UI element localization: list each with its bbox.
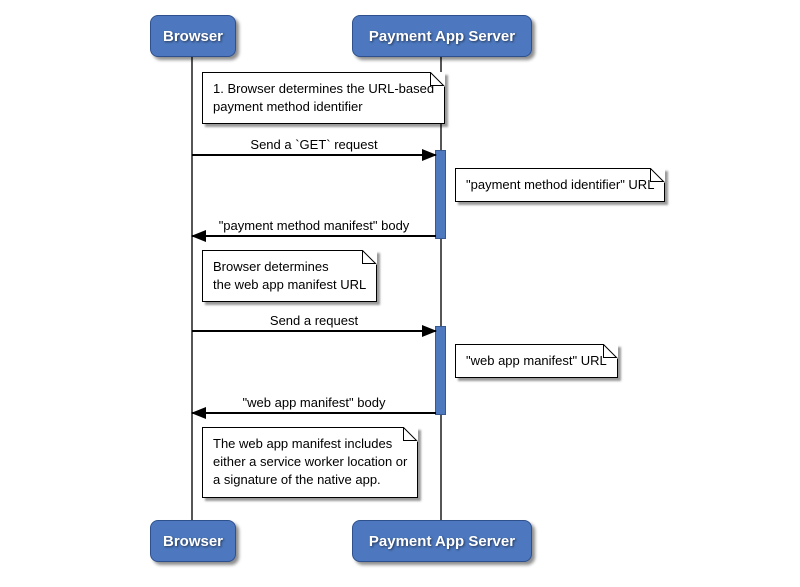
message-line (192, 235, 436, 237)
activation-bar-1 (435, 150, 446, 239)
arrowhead-left-icon (191, 230, 206, 242)
message-line (192, 154, 436, 156)
actor-box-payment-app-server-top: Payment App Server (352, 15, 532, 57)
note-text: "web app manifest" URL (466, 353, 607, 368)
message-web-app-manifest-body: "web app manifest" body (191, 390, 436, 419)
actor-label: Payment App Server (368, 27, 516, 45)
message-send-a-request: Send a request (192, 308, 437, 337)
actor-box-payment-app-server-bottom: Payment App Server (352, 520, 532, 562)
message-label: "web app manifest" body (242, 395, 386, 410)
arrowhead-right-icon (422, 325, 437, 337)
note-fold-icon (362, 250, 378, 265)
message-label: Send a `GET` request (250, 137, 378, 152)
note-text: 1. Browser determines the URL-based paym… (213, 81, 435, 115)
arrowhead-right-icon (422, 149, 437, 161)
message-payment-method-manifest-body: "payment method manifest" body (191, 213, 436, 242)
message-send-get-request: Send a `GET` request (192, 132, 437, 161)
activation-bar-2 (435, 326, 446, 415)
note-browser-determines-manifest-url: Browser determines the web app manifest … (202, 250, 378, 303)
note-fold-icon (430, 72, 446, 87)
note-text: "payment method identifier" URL (466, 177, 655, 192)
actor-label: Browser (162, 27, 224, 45)
actor-label: Browser (162, 532, 224, 550)
note-text: Browser determines the web app manifest … (213, 259, 367, 293)
note-payment-method-identifier-url: "payment method identifier" URL (455, 168, 666, 203)
arrowhead-left-icon (191, 407, 206, 419)
note-manifest-contents: The web app manifest includes either a s… (202, 427, 419, 498)
note-web-app-manifest-url: "web app manifest" URL (455, 344, 618, 379)
note-fold-icon (403, 427, 419, 442)
lifeline-browser (191, 56, 193, 521)
message-line (192, 412, 436, 414)
note-fold-icon (602, 344, 618, 359)
message-label: Send a request (269, 313, 359, 328)
message-line (192, 330, 436, 332)
note-url-based-identifier: 1. Browser determines the URL-based paym… (202, 72, 446, 125)
lifeline-payment-app-server (440, 56, 442, 521)
actor-box-browser-bottom: Browser (150, 520, 236, 562)
actor-box-browser-top: Browser (150, 15, 236, 57)
message-label: "payment method manifest" body (218, 218, 410, 233)
note-text: The web app manifest includes either a s… (213, 436, 408, 488)
actor-label: Payment App Server (368, 532, 516, 550)
note-fold-icon (650, 168, 666, 183)
